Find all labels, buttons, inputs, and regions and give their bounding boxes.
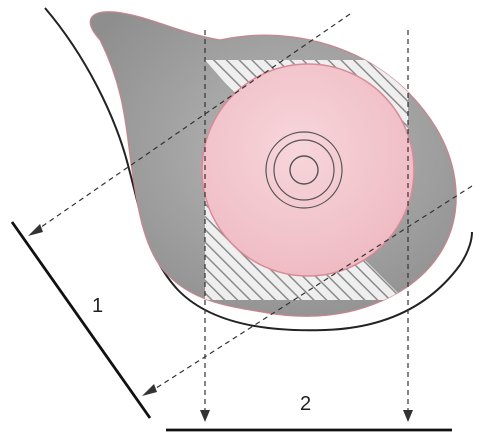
detector-1 [12,222,150,418]
arrowhead-oblique-upper [28,224,43,236]
label-projection-2: 2 [300,393,311,415]
arrowhead-vertical-right [403,410,413,422]
arrowhead-vertical-left [200,410,210,422]
arrowhead-oblique-lower [142,384,157,396]
pink-disc [202,64,414,276]
label-projection-1: 1 [92,295,103,317]
